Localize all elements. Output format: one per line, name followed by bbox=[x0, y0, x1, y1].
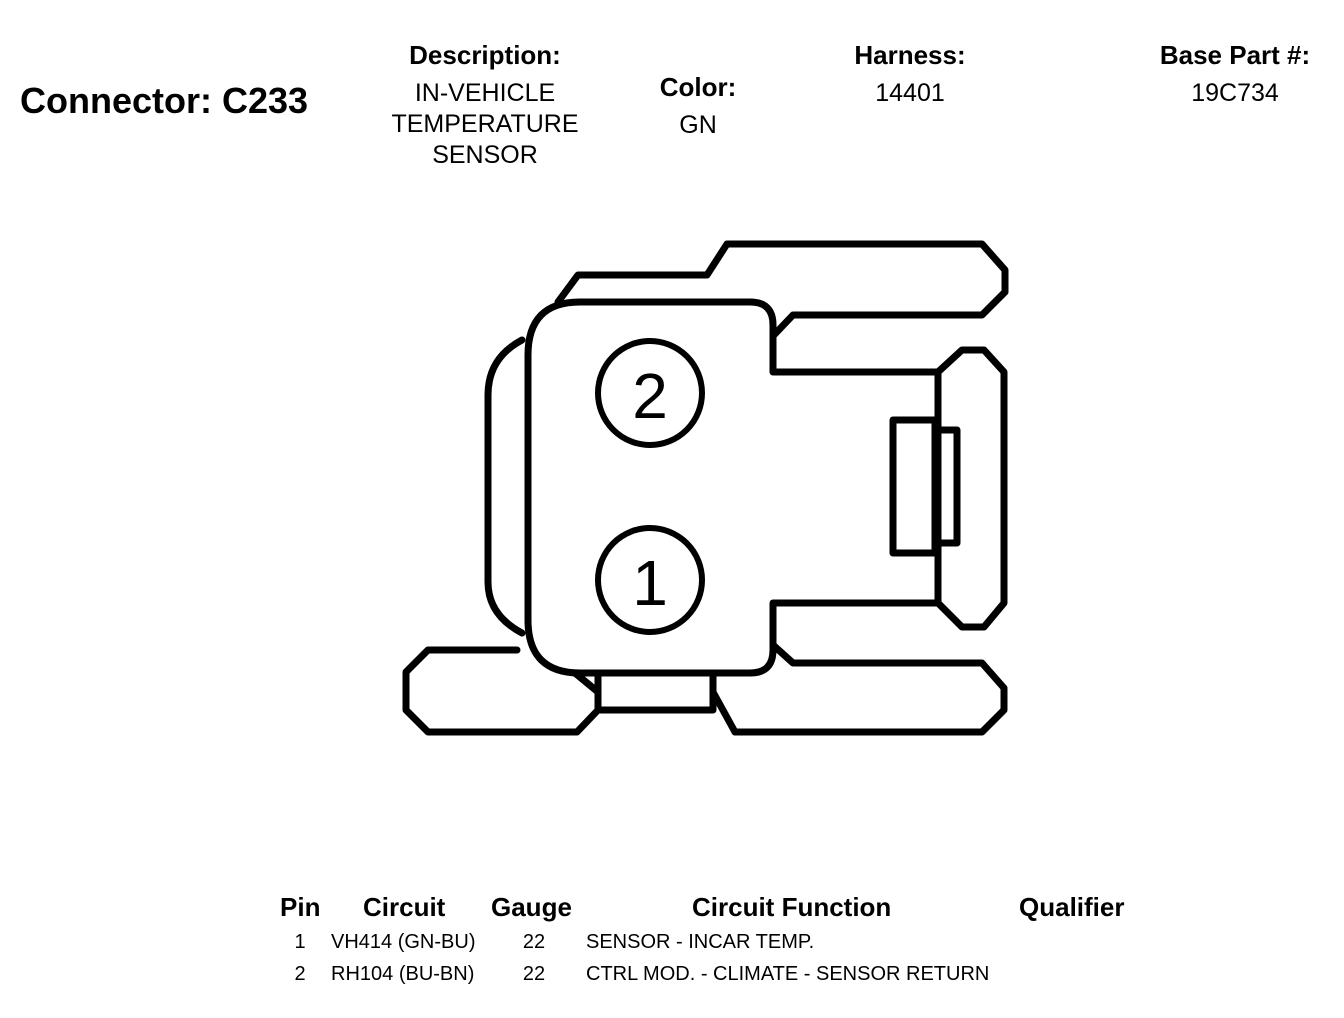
row-gauge: 22 bbox=[522, 931, 546, 953]
header-pin: Pin bbox=[280, 892, 321, 922]
bottom-right-tab bbox=[731, 641, 1008, 736]
header-circuit-function: Circuit Function bbox=[692, 892, 892, 922]
row-circuit: RH104 (BU-BN) bbox=[331, 963, 475, 985]
base-part-value: 19C734 bbox=[1191, 79, 1279, 107]
base-part-label: Base Part #: bbox=[1159, 40, 1311, 70]
harness-label: Harness: bbox=[854, 40, 966, 70]
left-side-rib bbox=[484, 336, 526, 637]
connector-body bbox=[524, 298, 942, 677]
row-pin: 1 bbox=[294, 931, 306, 953]
header-qualifier: Qualifier bbox=[1019, 892, 1125, 922]
header-gauge: Gauge bbox=[491, 892, 572, 922]
harness-value: 14401 bbox=[875, 79, 945, 107]
header-circuit: Circuit bbox=[363, 892, 446, 922]
connector-title: Connector: C233 bbox=[20, 80, 309, 121]
description-line-1: IN-VEHICLE bbox=[414, 79, 556, 107]
row-gauge: 22 bbox=[522, 963, 546, 985]
pin-label-2: 2 bbox=[632, 360, 668, 432]
pin-cavity-2 bbox=[595, 338, 705, 448]
bottom-bridge-link bbox=[709, 688, 739, 736]
key-slot-outer bbox=[889, 416, 939, 557]
row-pin: 2 bbox=[294, 963, 306, 985]
row-circuit-function: CTRL MOD. - CLIMATE - SENSOR RETURN bbox=[586, 963, 990, 985]
color-value: GN bbox=[679, 111, 717, 139]
pin-cavity-1 bbox=[595, 525, 705, 635]
right-latch bbox=[934, 346, 1008, 631]
description-line-3: SENSOR bbox=[432, 141, 538, 169]
color-label: Color: bbox=[659, 72, 737, 102]
description-line-2: TEMPERATURE bbox=[391, 110, 579, 138]
pin-label-1: 1 bbox=[632, 547, 668, 619]
description-label: Description: bbox=[409, 40, 561, 70]
key-slot-inner bbox=[931, 426, 961, 547]
bottom-left-tab bbox=[402, 646, 602, 736]
row-circuit-function: SENSOR - INCAR TEMP. bbox=[586, 931, 815, 953]
top-latch-tab bbox=[554, 240, 1009, 340]
row-circuit: VH414 (GN-BU) bbox=[331, 931, 476, 953]
bottom-bridge bbox=[594, 669, 717, 714]
